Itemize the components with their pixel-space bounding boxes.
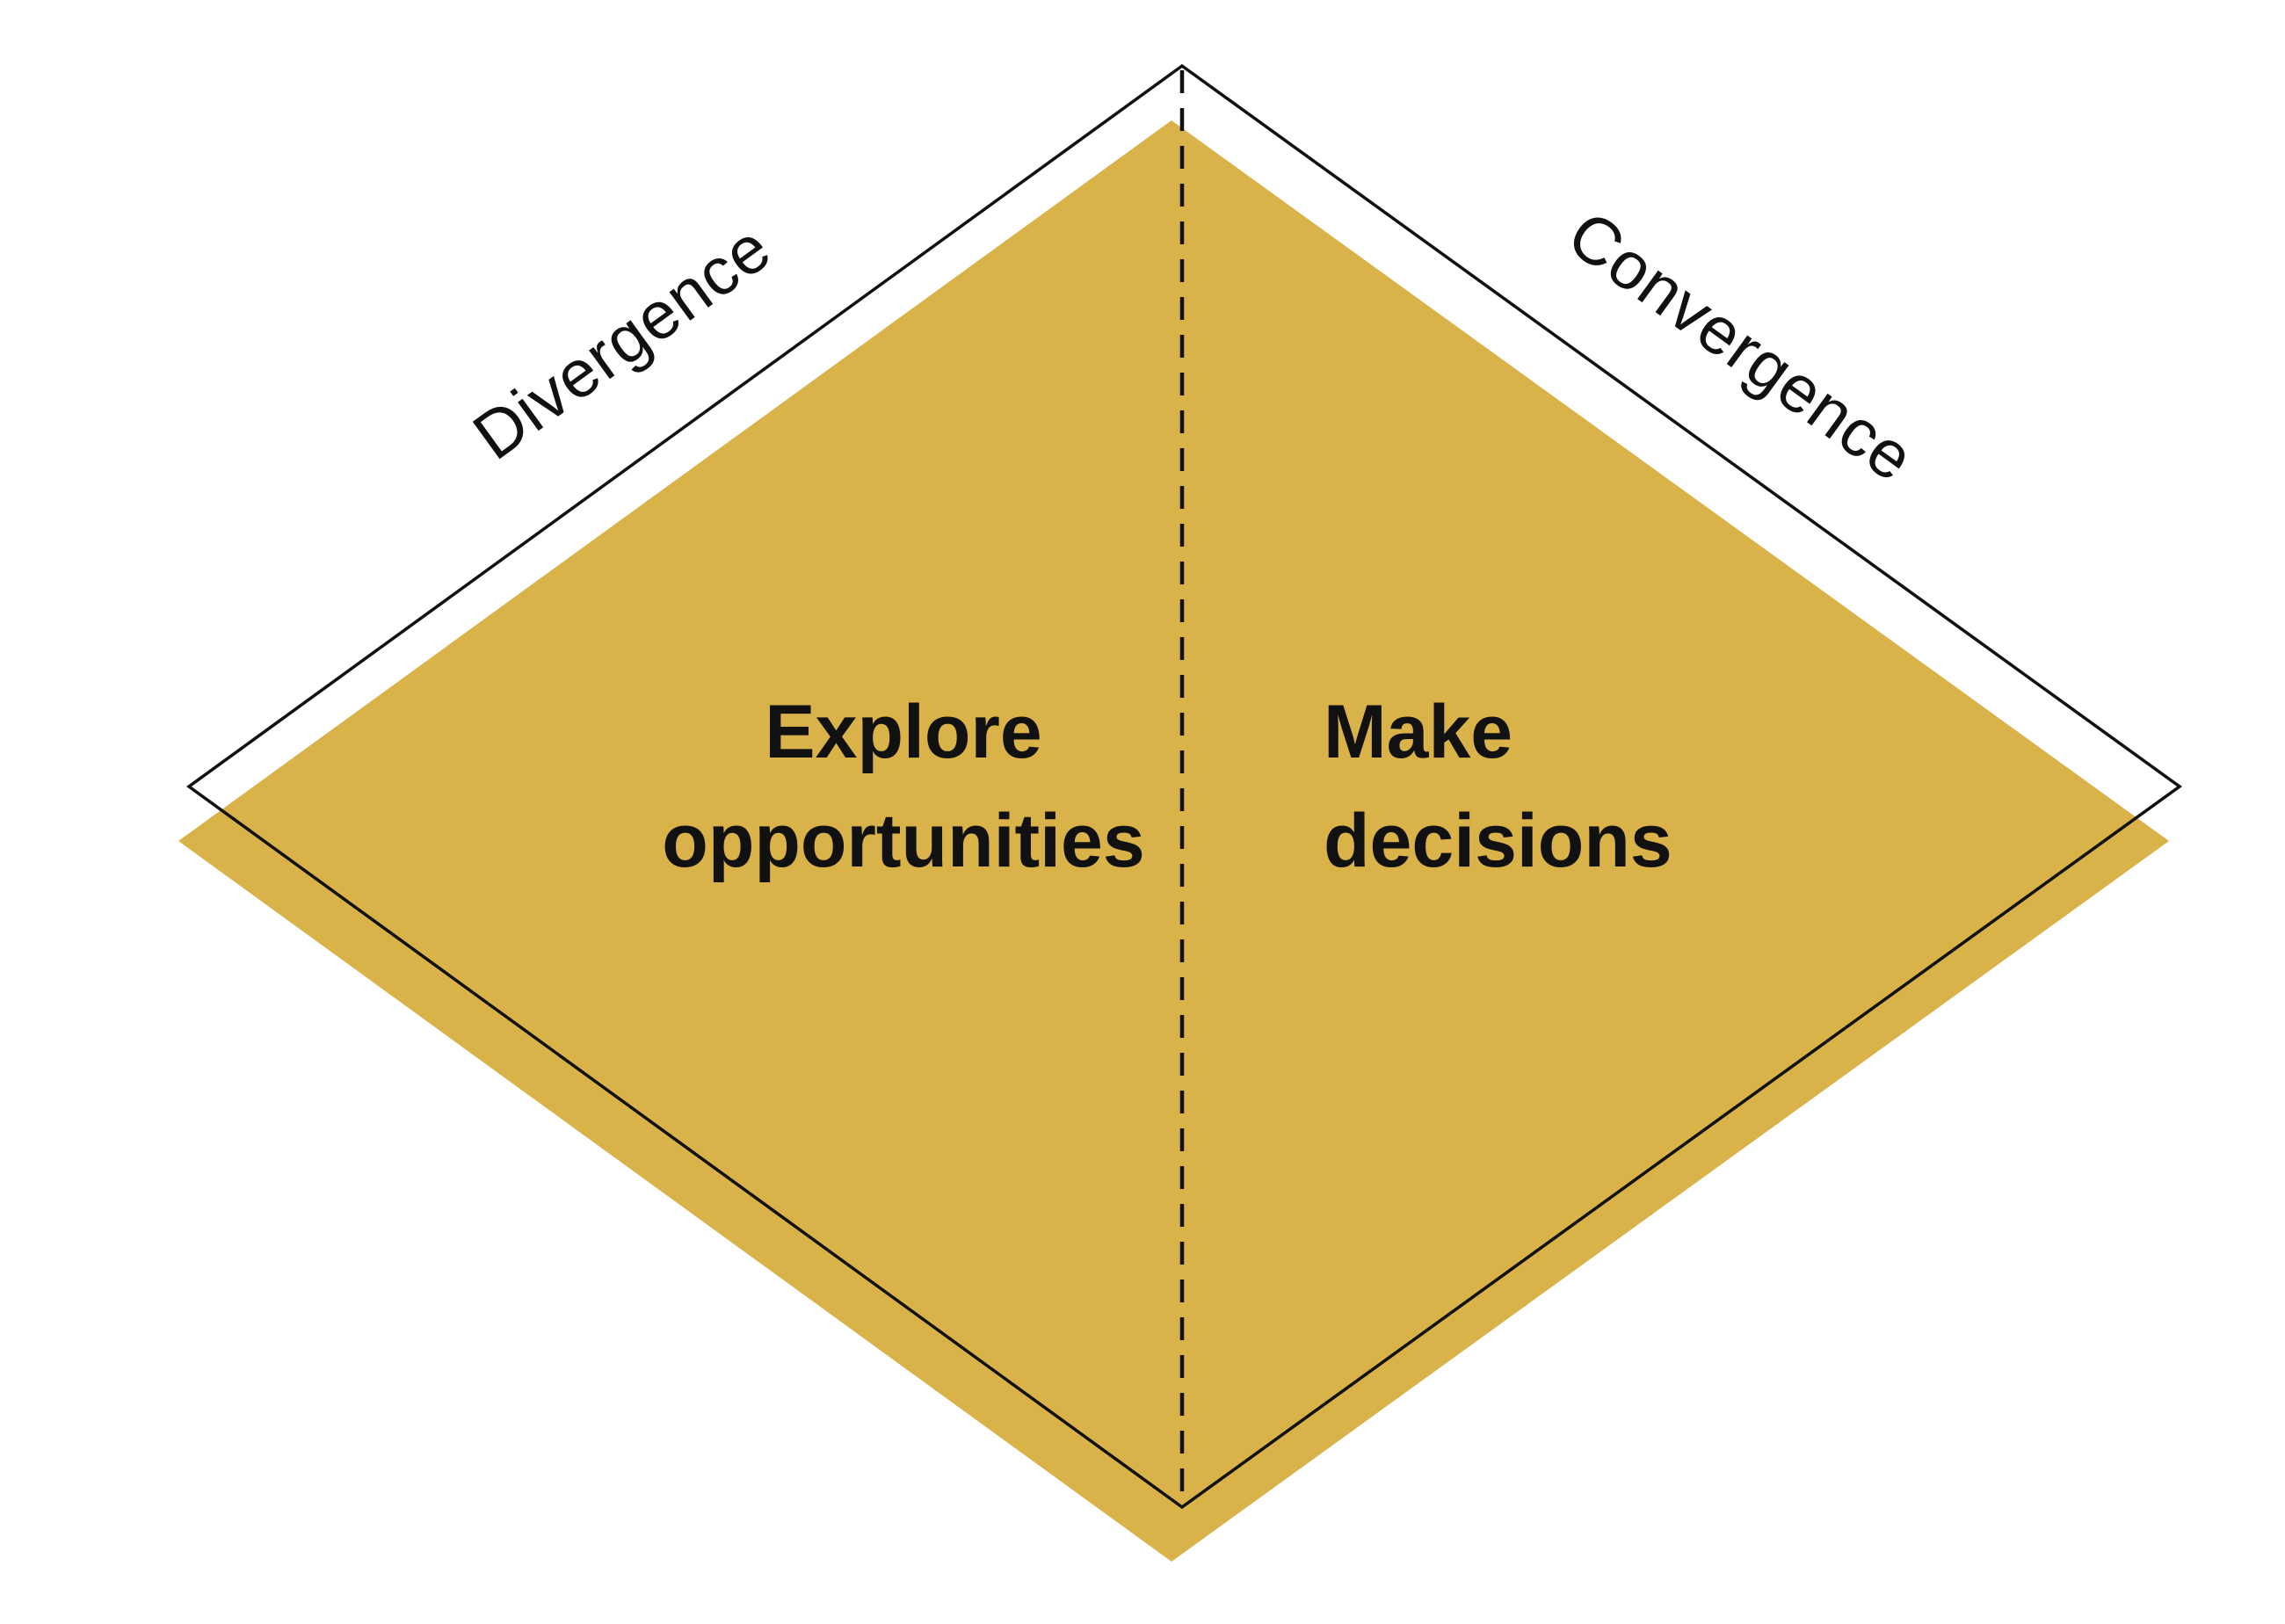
process-diamond-outline: [186, 63, 2182, 1510]
left-phase-label-line1: Explore: [765, 690, 1041, 774]
left-phase-label: Explore opportunities: [662, 690, 1144, 883]
edge-label-divergence: Divergence: [460, 210, 784, 475]
right-phase-label: Make decisions: [1324, 690, 1672, 883]
process-diamond-fill: [178, 120, 2169, 1562]
right-phase-label-line2: decisions: [1324, 799, 1672, 883]
right-phase-label-line1: Make: [1324, 690, 1512, 774]
left-phase-label-line2: opportunities: [662, 799, 1144, 883]
